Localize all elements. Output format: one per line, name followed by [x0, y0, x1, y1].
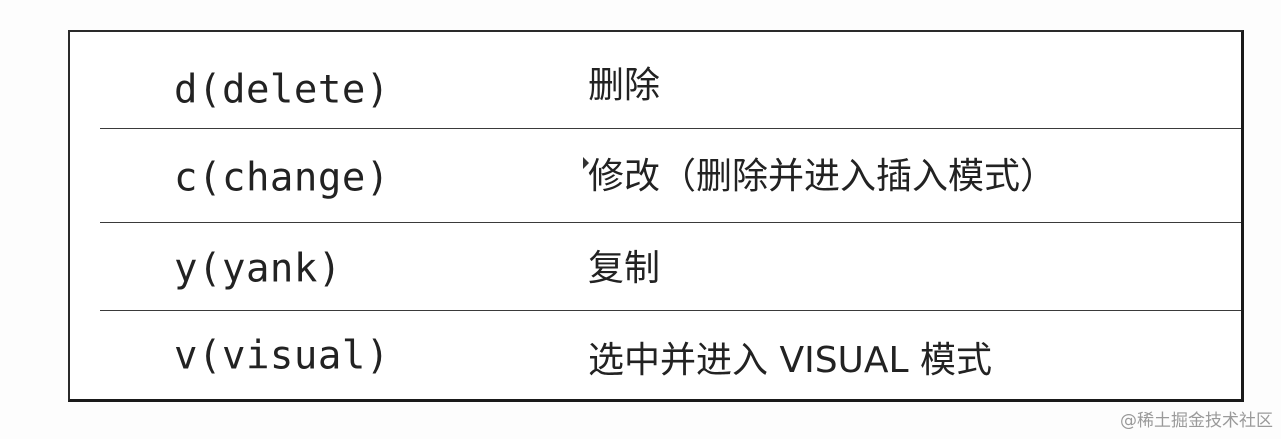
vim-operator-table: d(delete) 删除 c(change) 修改（删除并进入插入模式） y(y…	[68, 30, 1244, 402]
description-cell: 选中并进入 VISUAL 模式	[588, 340, 993, 381]
description-cell: 复制	[588, 248, 661, 289]
command-cell: v(visual)	[174, 333, 390, 379]
row-divider	[100, 128, 1241, 129]
description-cell: 修改（删除并进入插入模式）	[588, 156, 1057, 197]
description-cell: 删除	[588, 65, 661, 106]
watermark-label: @稀土掘金技术社区	[1120, 411, 1273, 431]
mouse-pointer-icon	[583, 157, 589, 169]
command-cell: c(change)	[174, 155, 390, 201]
command-cell: y(yank)	[174, 246, 342, 292]
table-row: d(delete) 删除	[70, 32, 1241, 129]
table-row: y(yank) 复制	[70, 223, 1241, 311]
row-divider	[100, 222, 1241, 223]
table-row: c(change) 修改（删除并进入插入模式）	[70, 129, 1241, 223]
table-row: v(visual) 选中并进入 VISUAL 模式	[70, 311, 1241, 402]
command-cell: d(delete)	[174, 67, 390, 113]
row-divider	[100, 310, 1241, 311]
